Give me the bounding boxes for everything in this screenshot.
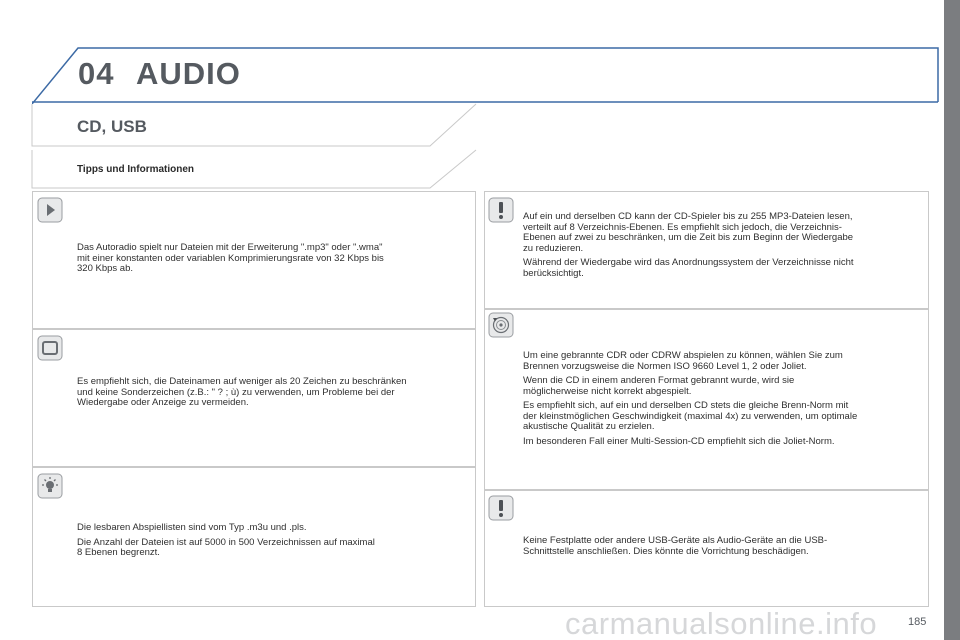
lightbulb-icon (37, 473, 63, 499)
info-text-right-1: Auf ein und derselben CD kann der CD-Spi… (523, 211, 923, 283)
info-text-left-1: Das Autoradio spielt nur Dateien mit der… (77, 242, 467, 279)
info-panel-left-2 (32, 329, 476, 467)
paragraph: Keine Festplatte oder andere USB-Geräte … (523, 535, 828, 557)
recycle-icon (488, 312, 514, 338)
info-text-left-2: Es empfiehlt sich, die Dateinamen auf we… (77, 376, 472, 413)
info-panel-right-1 (484, 191, 929, 309)
section-title: CD, USB (77, 117, 147, 136)
section-subtitle: Tipps und Informationen (77, 164, 195, 175)
arrow-right-icon (37, 197, 63, 223)
watermark: carmanualsonline.info (565, 606, 878, 640)
paragraph: Während der Wiedergabe wird das Anordnun… (523, 257, 854, 279)
info-panel-left-1 (32, 191, 476, 329)
paragraph: Im besonderen Fall einer Multi-Session-C… (523, 435, 835, 447)
info-panel-right-2 (484, 309, 929, 490)
paragraph: Es empfiehlt sich, die Dateinamen auf we… (77, 376, 407, 408)
info-text-right-2: Um eine gebrannte CDR oder CDRW abspiele… (523, 350, 923, 451)
info-panel-right-3 (484, 490, 929, 607)
page-edge-strip (944, 0, 960, 640)
info-panel-left-3 (32, 467, 476, 607)
paragraph: Die lesbaren Abspiellisten sind vom Typ … (77, 522, 307, 533)
warning-icon (488, 197, 514, 223)
info-text-right-3: Keine Festplatte oder andere USB-Geräte … (523, 535, 923, 561)
paragraph: Wenn die CD in einem anderen Format gebr… (523, 375, 795, 397)
chapter-number: 04 (78, 56, 115, 91)
info-text-left-3: Die lesbaren Abspiellisten sind vom Typ … (77, 522, 467, 563)
chapter-title: AUDIO (136, 56, 241, 91)
warning-icon (488, 495, 514, 521)
paragraph: Um eine gebrannte CDR oder CDRW abspiele… (523, 350, 843, 372)
chapter-header (32, 46, 940, 104)
paragraph: Die Anzahl der Dateien ist auf 5000 in 5… (77, 536, 375, 558)
paragraph: Das Autoradio spielt nur Dateien mit der… (77, 242, 384, 274)
paragraph: Es empfiehlt sich, auf ein und derselben… (523, 400, 858, 432)
note-box-icon (37, 335, 63, 361)
paragraph: Auf ein und derselben CD kann der CD-Spi… (523, 211, 854, 254)
page-number: 185 (908, 616, 927, 628)
header-frame (32, 47, 939, 104)
